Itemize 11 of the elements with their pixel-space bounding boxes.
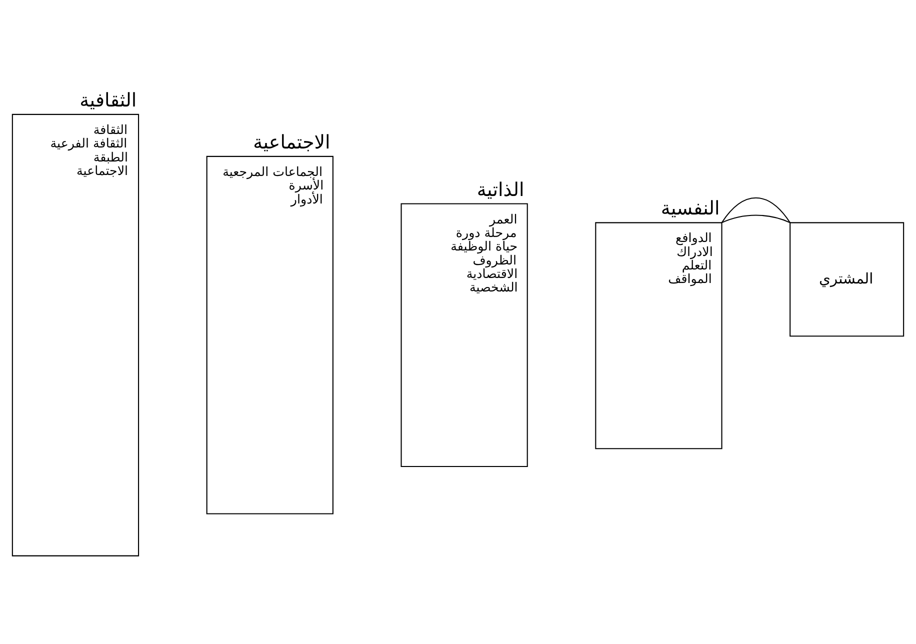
node-box: الدوافع الادراك التعلم المواقف <box>595 222 722 449</box>
node-label: النفسية <box>660 197 720 220</box>
connector <box>721 196 790 222</box>
node-box: الجماعات المرجعية الأسرة الأدوار <box>206 155 334 514</box>
node-label: الثقافية <box>80 88 137 111</box>
node-box: المشتري <box>790 222 904 336</box>
connector <box>722 214 790 223</box>
node-label: الذاتية <box>476 178 524 200</box>
node-box: العمر مرحلة دورة حياة الوظيفة الظروف الاقتصادية الشخصية <box>400 202 528 466</box>
node-box: الثقافة الثقافة الفرعية الطبقة الاجتماعية <box>12 113 140 556</box>
node-label: الاجتماعية <box>253 130 330 153</box>
